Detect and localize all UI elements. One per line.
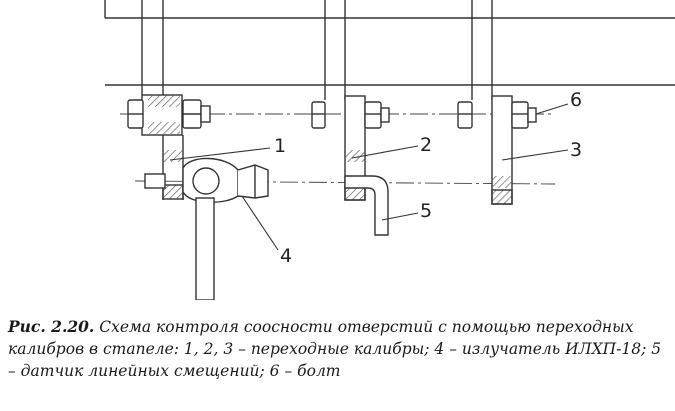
sensor-5: [344, 175, 389, 236]
gauge-2: [324, 0, 366, 201]
figure-caption: Рис. 2.20. Схема контроля соосности отве…: [8, 316, 668, 382]
caption-text: Схема контроля соосности отверстий с пом…: [8, 318, 662, 380]
bolt-1: [127, 99, 211, 129]
jig-beam: [104, 0, 675, 86]
fixture-alignment-diagram: 1 2 3 4 5 6: [104, 0, 675, 300]
label-6: 6: [570, 89, 582, 111]
figure-label: Рис. 2.20.: [8, 317, 95, 336]
label-3: 3: [570, 139, 582, 161]
emitter-4: [144, 157, 269, 300]
label-5: 5: [420, 200, 432, 222]
label-1: 1: [274, 135, 286, 157]
gauge-3: [471, 0, 513, 205]
label-4: 4: [280, 245, 292, 267]
gauge-1: [141, 0, 184, 200]
leader-lines: [169, 103, 569, 251]
bolt-3: [457, 101, 537, 129]
label-2: 2: [420, 134, 432, 156]
bolt-2: [311, 101, 390, 129]
